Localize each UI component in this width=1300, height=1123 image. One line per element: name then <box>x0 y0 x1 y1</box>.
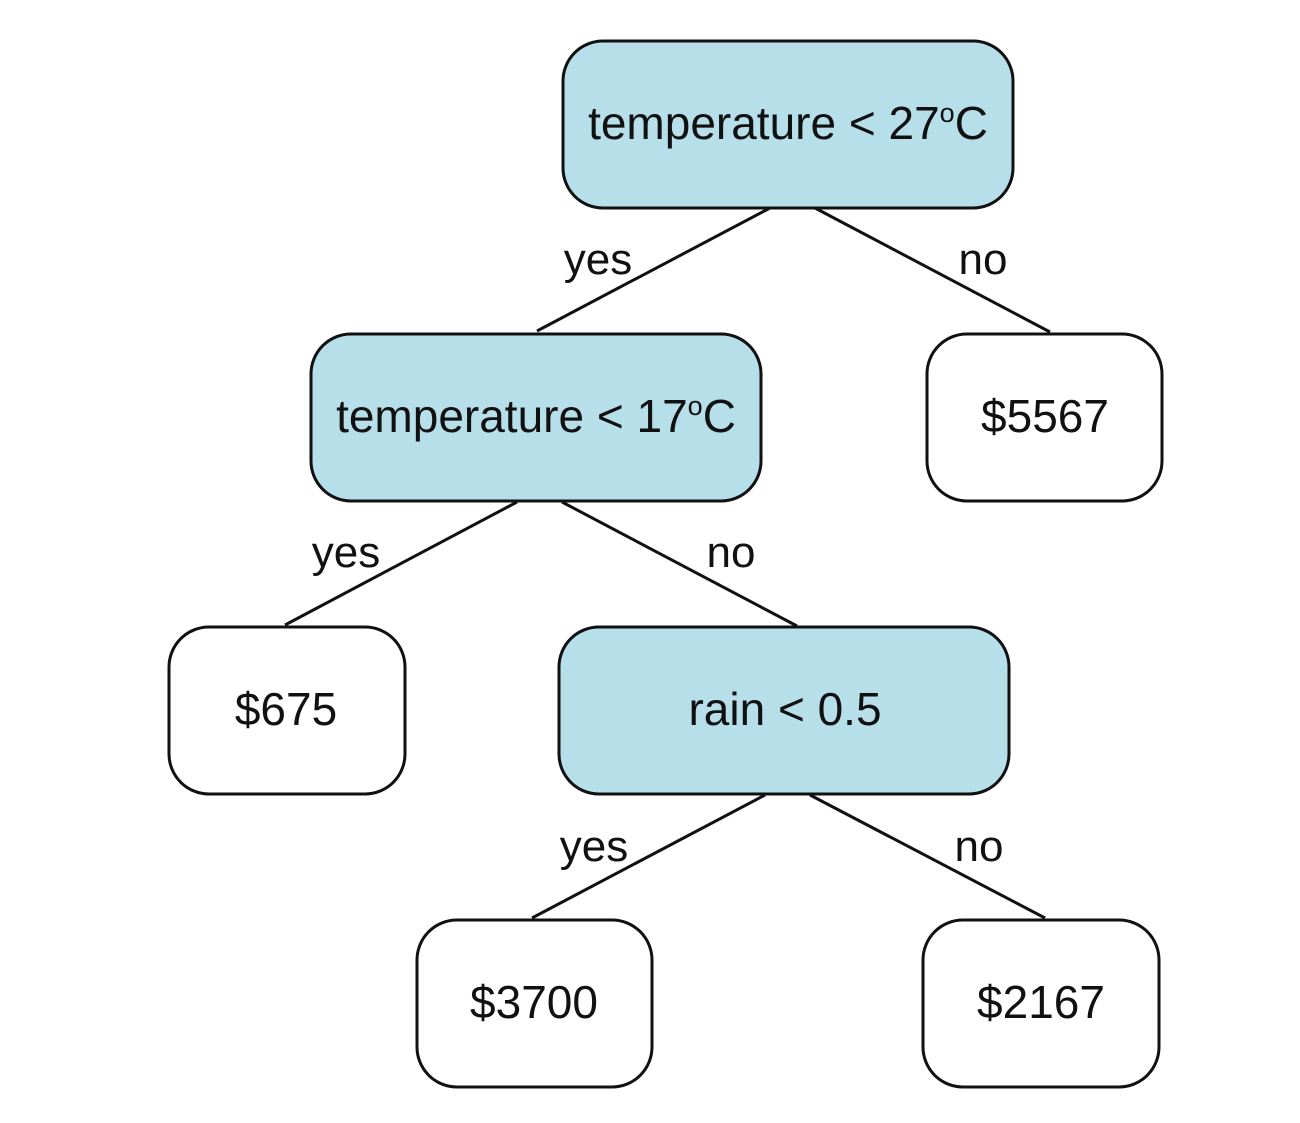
edge-rain-no <box>809 793 1046 920</box>
leaf-node-5567: $5567 <box>925 332 1164 503</box>
edge-root-yes <box>536 206 771 333</box>
leaf-node-box <box>925 332 1164 503</box>
label-end: C <box>955 97 988 149</box>
leaf-node-675: $675 <box>167 625 407 796</box>
leaf-node-3700: $3700 <box>415 918 654 1089</box>
leaf-node-box <box>167 625 407 796</box>
edge-label-root-no: no <box>959 235 1008 284</box>
edge-label-temp17-no: no <box>707 528 756 577</box>
degree-sup: o <box>940 98 955 128</box>
decision-node-label: temperature < 27oC <box>588 97 988 149</box>
label-main: temperature < 17 <box>336 390 688 442</box>
decision-node-rain: rain < 0.5 <box>557 625 1011 796</box>
leaf-node-label: $2167 <box>977 976 1105 1028</box>
edge-temp17-yes <box>284 500 518 627</box>
decision-node-temperature-17: temperature < 17oC <box>309 332 763 503</box>
edge-label-rain-yes: yes <box>560 822 628 871</box>
decision-node-box <box>309 332 763 503</box>
label-main: temperature < 27 <box>588 97 940 149</box>
edge-root-no <box>814 206 1051 334</box>
decision-node-label: rain < 0.5 <box>688 683 881 735</box>
edge-rain-yes <box>531 793 766 920</box>
label-end: C <box>703 390 736 442</box>
leaf-node-2167: $2167 <box>921 918 1161 1089</box>
edge-label-root-yes: yes <box>564 235 632 284</box>
leaf-node-box <box>921 918 1161 1089</box>
leaf-node-box <box>415 918 654 1089</box>
edge-label-rain-no: no <box>955 822 1004 871</box>
edge-label-temp17-yes: yes <box>312 528 380 577</box>
degree-sup: o <box>688 391 703 421</box>
decision-node-box <box>557 625 1011 796</box>
decision-node-temperature-27: temperature < 27oC <box>561 39 1015 210</box>
decision-node-box <box>561 39 1015 210</box>
leaf-node-label: $675 <box>235 683 337 735</box>
edge-temp17-no <box>561 500 798 628</box>
decision-node-label: temperature < 17oC <box>336 390 736 442</box>
leaf-node-label: $3700 <box>470 976 598 1028</box>
leaf-node-label: $5567 <box>981 390 1109 442</box>
